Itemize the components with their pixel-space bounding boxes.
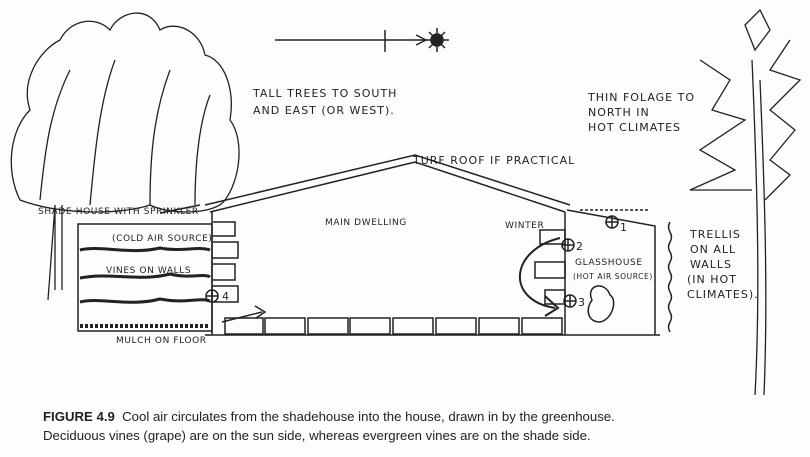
label-winter: WINTER <box>505 221 544 231</box>
label-trellis: TRELLIS <box>689 228 741 241</box>
label-vines-on-walls: VINES ON WALLS <box>106 266 191 276</box>
label-tall-trees-2: AND EAST (OR WEST). <box>253 104 395 117</box>
label-thin-foliage-2: NORTH IN <box>588 106 650 119</box>
label-cold-air: (COLD AIR SOURCE) <box>112 234 212 244</box>
vent-number-4: 4 <box>222 290 230 303</box>
label-trellis-2: ON ALL <box>690 243 736 256</box>
sun-direction-arrow <box>275 30 428 52</box>
label-shade-house: SHADE HOUSE WITH SPRINKLER <box>38 207 199 217</box>
caption-line-2: Deciduous vines (grape) are on the sun s… <box>43 428 591 443</box>
label-turf-roof: TURF ROOF IF PRACTICAL <box>412 154 575 167</box>
shade-house <box>77 223 219 332</box>
shadehouse-pointer <box>159 204 201 214</box>
sun-icon <box>425 28 449 52</box>
label-trellis-3: WALLS <box>690 258 732 271</box>
label-mulch: MULCH ON FLOOR <box>116 336 207 346</box>
label-glasshouse: GLASSHOUSE <box>575 258 643 268</box>
label-hot-air: (HOT AIR SOURCE) <box>573 272 653 281</box>
label-trellis-4: (IN HOT <box>687 273 737 286</box>
trellis <box>667 221 673 333</box>
label-thin-foliage: THIN FOLAGE TO <box>587 91 695 104</box>
caption-line-1: Cool air circulates from the shadehouse … <box>122 409 615 424</box>
main-dwelling <box>204 154 660 336</box>
vent-number-2: 2 <box>576 240 584 253</box>
label-thin-foliage-3: HOT CLIMATES <box>588 121 681 134</box>
tall-trees-left <box>10 12 240 301</box>
thin-foliage-tree-right <box>689 8 802 396</box>
vent-number-3: 3 <box>578 296 586 309</box>
glasshouse <box>518 209 656 335</box>
label-tall-trees: TALL TREES TO SOUTH <box>252 87 397 100</box>
label-trellis-5: CLIMATES). <box>687 288 759 301</box>
label-main-dwelling: MAIN DWELLING <box>325 218 407 228</box>
vent-number-1: 1 <box>620 221 628 234</box>
figure-caption: FIGURE 4.9 Cool air circulates from the … <box>43 407 803 445</box>
figure-label: FIGURE 4.9 <box>43 409 115 424</box>
